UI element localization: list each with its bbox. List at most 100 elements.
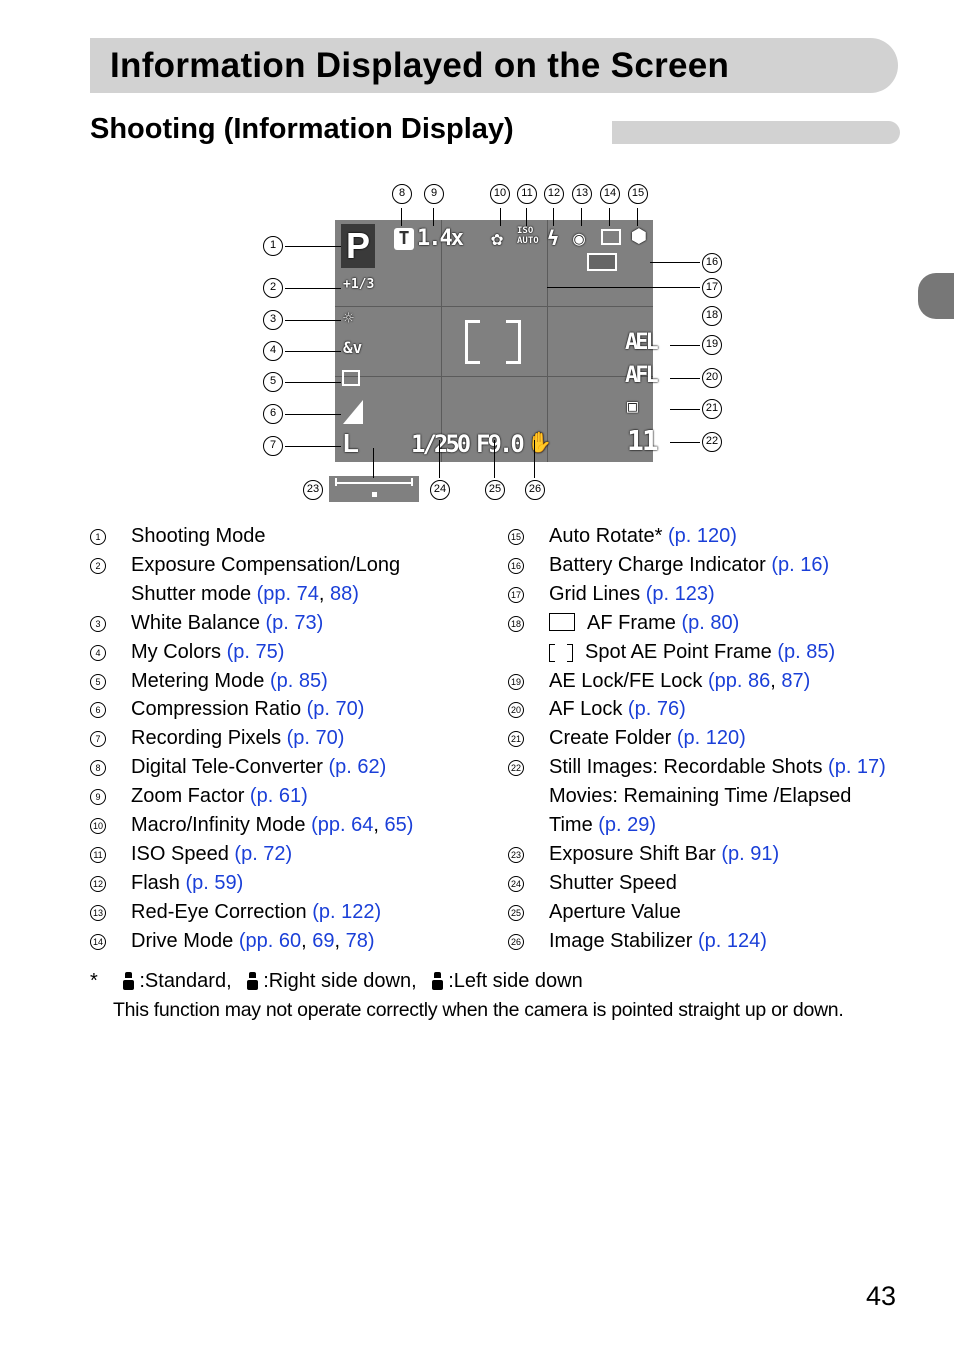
page-reference-link[interactable]: (p. 73) (265, 611, 324, 634)
page-reference-link[interactable]: (p. 120) (676, 727, 746, 750)
footnote-star: * (90, 970, 98, 992)
standard-orientation-icon (121, 972, 135, 990)
screen-diagram: P +1/3 ☼ &v L T 1.4x ✿ ISO AUTO ϟ ◉ ⬢ AE… (255, 178, 735, 508)
page-reference-link[interactable]: (p. 72) (234, 842, 293, 865)
image-stabilizer-icon: ✋ (527, 430, 552, 454)
legend-number: 9 (90, 789, 106, 806)
page-reference-link[interactable]: (p. 29) (598, 814, 657, 837)
page-reference-link[interactable]: (pp. 64 (311, 814, 374, 837)
legend-separator: , (770, 669, 782, 692)
legend-text: AF Frame (587, 611, 682, 634)
page-reference-link[interactable]: (p. 70) (286, 727, 345, 750)
legend-text: Shooting Mode (131, 525, 266, 547)
legend-text: Digital Tele-Converter (131, 756, 329, 779)
callout-16: 16 (702, 253, 722, 273)
page-reference-link[interactable]: (pp. 86 (707, 669, 771, 692)
page-reference-link[interactable]: (pp. 60 (238, 929, 302, 952)
legend-number: 15 (508, 529, 524, 545)
callout-15: 15 (628, 184, 648, 204)
legend-number: 4 (90, 644, 106, 661)
callout-26: 26 (525, 480, 545, 500)
recording-pixels-icon: L (343, 428, 359, 458)
legend-text: AF Lock (549, 698, 628, 721)
legend-text: ISO Speed (131, 842, 235, 865)
page-reference-link[interactable]: 87) (781, 669, 811, 692)
page-reference-link[interactable]: (p. 62) (328, 756, 387, 779)
legend-number: 19 (508, 673, 524, 690)
page-reference-link[interactable]: (p. 70) (306, 698, 365, 721)
page-reference-link[interactable]: (p. 59) (185, 871, 244, 894)
callout-25: 25 (485, 480, 505, 500)
legend-item: 11 ISO Speed (p. 72) (90, 840, 413, 869)
page-reference-link[interactable]: (p. 80) (681, 611, 740, 634)
legend-separator: , (318, 582, 331, 605)
callout-17: 17 (702, 278, 722, 298)
page-reference-link[interactable]: (p. 85) (777, 640, 836, 663)
callout-8: 8 (392, 184, 412, 204)
exposure-comp-icon: +1/3 (343, 277, 375, 292)
callout-12: 12 (544, 184, 564, 204)
drive-mode-icon (601, 229, 621, 245)
page-reference-link[interactable]: (p. 91) (721, 842, 780, 865)
camera-screen: P +1/3 ☼ &v L T 1.4x ✿ ISO AUTO ϟ ◉ ⬢ AE… (335, 220, 659, 462)
compression-icon (343, 400, 363, 424)
exposure-shift-bar (329, 476, 419, 502)
legend-text: Recording Pixels (131, 727, 287, 750)
legend-number: 18 (508, 615, 524, 632)
page-reference-link[interactable]: (p. 122) (312, 900, 382, 923)
page-title: Information Displayed on the Screen (110, 46, 730, 85)
legend-number: 11 (90, 846, 106, 863)
legend-text: Create Folder (549, 727, 677, 750)
legend-text: Auto Rotate* (549, 525, 668, 547)
page-reference-link[interactable]: (pp. 74 (256, 582, 319, 605)
page-reference-link[interactable]: 88) (330, 582, 359, 605)
footnote-note: This function may not operate correctly … (113, 999, 844, 1021)
callout-3: 3 (263, 310, 283, 330)
legend-text: Grid Lines (549, 582, 646, 605)
mode-icon: P (341, 224, 375, 268)
footnote-right: :Right side down, (263, 970, 417, 992)
zoom-factor-text: 1.4x (417, 226, 464, 251)
page-reference-link[interactable]: (p. 124) (697, 929, 767, 952)
page-reference-link[interactable]: 65) (384, 814, 414, 837)
page-reference-link[interactable]: (p. 17) (828, 756, 886, 779)
page-reference-link[interactable]: 69 (312, 929, 335, 952)
page-reference-link[interactable]: 78) (345, 929, 375, 952)
legend-number: 1 (90, 529, 106, 545)
page-reference-link[interactable]: (p. 120) (667, 525, 737, 547)
legend-text: Exposure Compensation/Long (131, 553, 401, 576)
callout-20: 20 (702, 368, 722, 388)
page-reference-link[interactable]: (p. 76) (627, 698, 686, 721)
legend-number: 13 (90, 904, 106, 921)
af-frame-icon (549, 612, 575, 631)
legend-item: Shutter mode (pp. 74, 88) (90, 580, 413, 609)
legend-number: 26 (508, 933, 524, 950)
page-reference-link[interactable]: (p. 85) (269, 669, 328, 692)
shutter-speed: 1/250 (411, 430, 471, 458)
legend-separator: , (373, 814, 385, 837)
section-bar (612, 121, 900, 144)
callout-21: 21 (702, 399, 722, 419)
tele-converter-icon: T (394, 228, 414, 250)
legend-number: 5 (90, 673, 106, 690)
page-reference-link[interactable]: (p. 123) (645, 582, 715, 605)
legend-text: White Balance (131, 611, 266, 634)
page-reference-link[interactable]: (p. 16) (771, 553, 830, 576)
legend-item: 15 Auto Rotate* (p. 120) (508, 522, 886, 551)
aperture-value: F9.0 (476, 430, 525, 458)
iso-icon: ISO AUTO (517, 226, 539, 246)
page-reference-link[interactable]: (p. 75) (226, 640, 285, 663)
page-reference-link[interactable]: (p. 61) (249, 785, 308, 808)
